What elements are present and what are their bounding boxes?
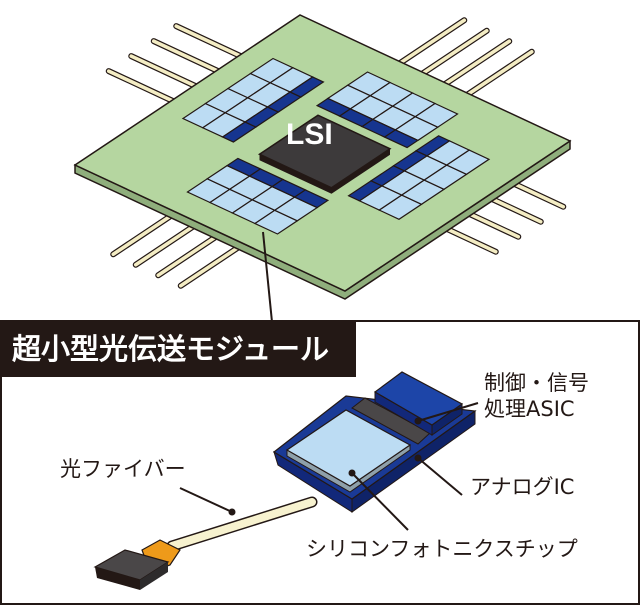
module-tile-dark — [288, 76, 325, 98]
leader-asic — [417, 402, 479, 422]
module-tile-dark — [293, 189, 330, 209]
leader-analog-ic — [417, 457, 463, 496]
module-tile-dark — [383, 129, 420, 149]
lsi-label: LSI — [286, 118, 333, 151]
asic-chip — [373, 371, 464, 426]
leader-fiber — [179, 487, 233, 513]
label-optical-fiber: 光ファイバー — [60, 457, 186, 481]
silicon-photonics-chip — [285, 409, 412, 487]
module-tile-dark — [414, 135, 451, 157]
label-asic-line1: 制御・信号 — [484, 371, 589, 395]
optical-modules — [181, 57, 491, 235]
label-asic-line2: 処理ASIC — [484, 397, 575, 421]
label-silicon-photonics: シリコンフォトニクスチップ — [306, 537, 578, 561]
lsi-chip — [257, 114, 392, 189]
callout-line — [262, 231, 273, 323]
module-panel-title: 超小型光伝送モジュール — [0, 321, 356, 377]
leader-silicon-photonics — [351, 472, 409, 531]
fiber-connector-side — [95, 567, 140, 590]
label-analog-ic: アナログIC — [470, 475, 575, 499]
